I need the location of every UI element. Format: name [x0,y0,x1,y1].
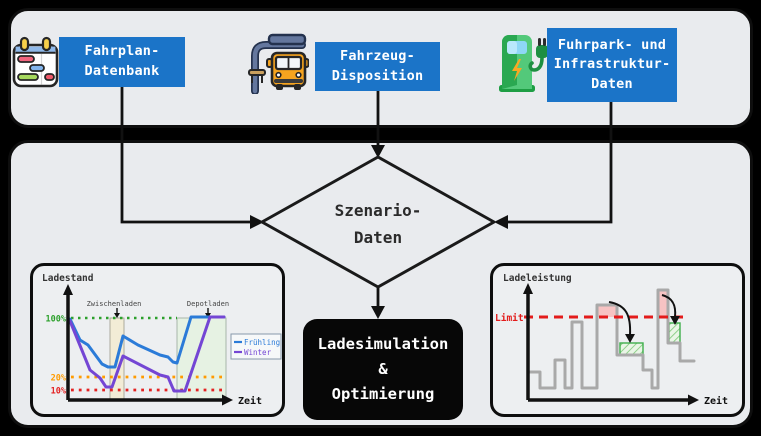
chart-title: Ladeleistung [503,273,572,284]
ladestand-chart: Ladestand Zwischenladen Depotladen 100% … [30,263,285,417]
series-winter-line [68,315,226,393]
y-axis-arrow-icon [63,284,73,295]
band-depotladen [176,317,227,401]
process-label-line: Ladesimulation [317,335,449,354]
shifted-load-region [668,322,681,344]
node-label-line: Fuhrpark- und [557,36,667,53]
process-label-line: Optimierung [331,384,435,403]
x-axis-label: Zeit [238,395,262,407]
shift-arrow [608,301,632,336]
overload-region [597,305,617,317]
shift-arrow [661,294,677,318]
arrowhead-down-icon [670,316,680,325]
chart-title: Ladestand [42,273,94,284]
arrowhead-down-icon [114,313,120,318]
node-label-line: Fahrplan- [84,43,160,60]
node-fuhrpark-infrastruktur-daten: Fuhrpark- und Infrastruktur- Daten [547,28,677,102]
calendar-schedule-icon [12,36,59,89]
limit-label: Limit [495,313,524,324]
load-profile-steps [526,288,696,390]
shifted-load-region [619,342,644,356]
node-label-line: Datenbank [84,63,160,79]
legend-label-winter: Winter [244,348,272,357]
y-axis-arrow-icon [523,283,533,294]
x-axis-label: Zeit [704,395,728,407]
threshold-label-100: 100% [46,315,67,325]
node-label-line: Fahrzeug- [340,47,415,64]
ladeleistung-chart: Ladeleistung Limit Zeit [490,263,745,417]
node-fahrplan-datenbank: Fahrplan- Datenbank [59,37,185,87]
legend-box [230,333,282,360]
bus-stop-icon [245,32,310,95]
threshold-label-10: 10% [51,387,67,397]
legend-label-fruehling: Frühling [244,338,280,347]
process-label-line: & [378,360,388,379]
node-fahrzeug-disposition: Fahrzeug- Disposition [315,42,440,91]
node-label-line: Infrastruktur- [553,56,671,73]
band-label: Zwischenladen [87,300,142,308]
x-axis-arrow-icon [688,394,699,406]
charging-station-icon [496,32,550,94]
node-label-line: Disposition [331,67,424,84]
arrowhead-down-icon [625,334,635,343]
threshold-label-20: 20% [51,374,67,384]
x-axis-arrow-icon [222,394,233,406]
node-ladesimulation-optimierung: Ladesimulation & Optimierung [303,319,463,420]
series-fruehling-line [68,315,226,369]
overload-region [658,290,668,317]
band-label: Depotladen [187,300,229,308]
node-label-line: Daten [591,75,633,92]
